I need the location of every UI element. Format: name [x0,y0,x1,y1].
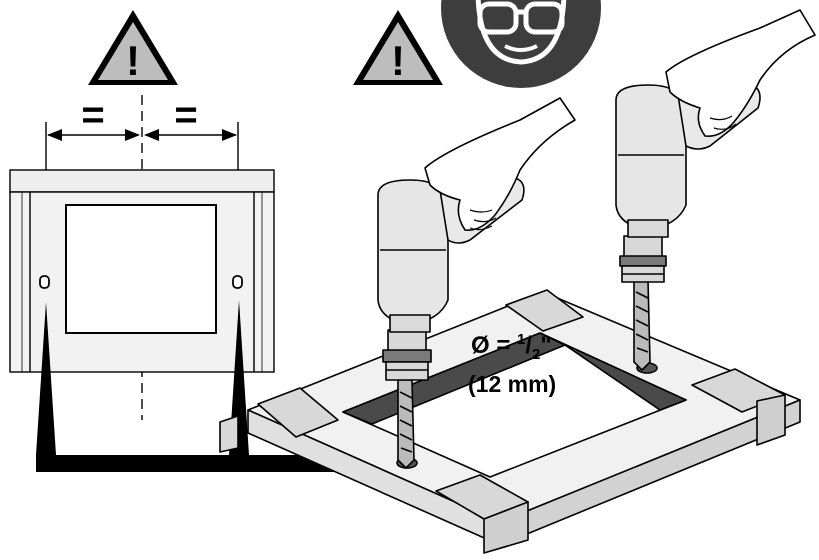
fraction-slash: / [525,332,533,359]
mounting-slot-left [39,275,50,289]
warning-glyph: ! [126,37,140,84]
warning-triangle-icon: ! [353,10,443,85]
diameter-prefix: Ø = [471,332,518,359]
fraction-numerator: 1 [517,331,526,348]
warning-glyph: ! [391,37,405,84]
mounting-slot-right [232,275,243,289]
equal-sign-right: = [174,93,197,137]
unit-elevation [9,169,275,373]
drill-icon [615,9,816,371]
inch-unit: " [540,332,552,359]
equal-sign-left: = [81,93,104,137]
hole-diameter-metric-label: (12 mm) [468,371,557,397]
safety-goggles-icon [441,0,601,88]
dimension-arrowheads [47,129,237,141]
base-frame [219,289,801,554]
warning-triangle-icon: ! [88,10,178,85]
fraction-denominator: 2 [532,345,541,363]
callout-pointer [36,300,376,472]
hole-diameter-label: Ø = 1/2" [471,331,552,363]
drill-icon [377,97,576,469]
